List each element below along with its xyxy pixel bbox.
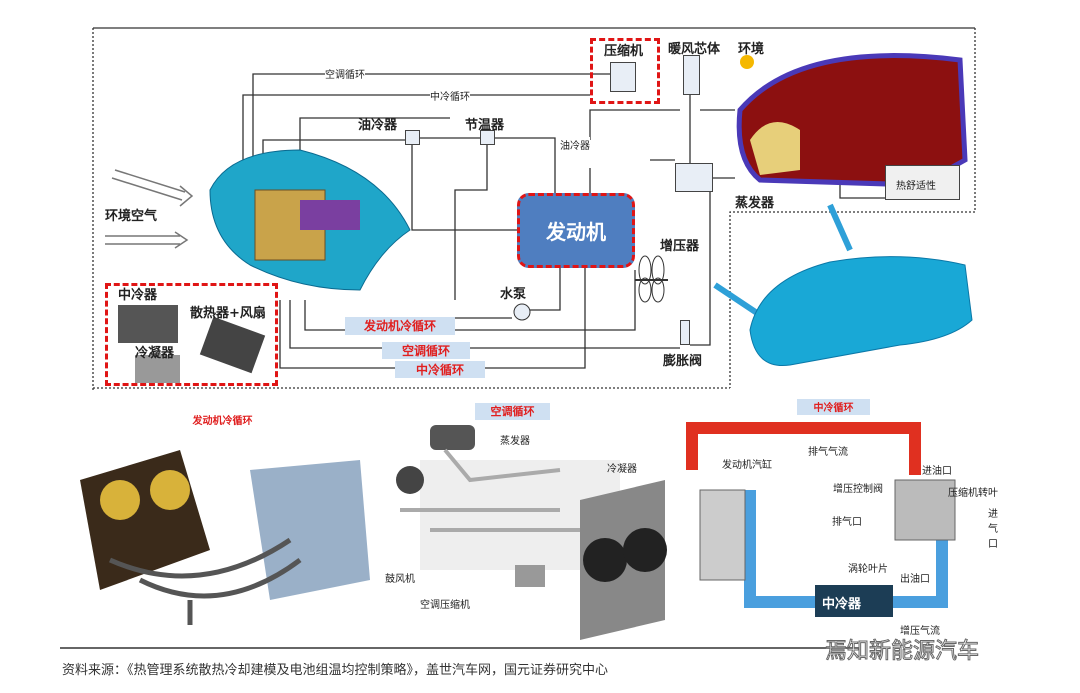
condenser-image: [135, 355, 180, 383]
label-oil-cooler: 油冷器: [358, 118, 398, 133]
label-cylinder: 发动机汽缸: [722, 460, 772, 471]
label-thermostat: 节温器: [465, 118, 505, 133]
arrows-intake: [105, 169, 194, 249]
label-compressor: 压缩机: [604, 44, 644, 59]
ac-loop-image: [396, 425, 667, 640]
oil-cooler-icon: [405, 130, 420, 145]
intercooler-loop-image: [686, 422, 956, 617]
label-evaporator-b: 蒸发器: [500, 436, 530, 447]
legend-ic-loop: 中冷循环: [395, 361, 485, 378]
heat-exchanger-group: [105, 283, 278, 386]
label-oil-in: 进油口: [922, 466, 952, 477]
label-oil-out: 出油口: [900, 574, 930, 585]
ic-loop-title: 中冷循环: [797, 399, 870, 415]
heater-core-icon: [683, 55, 700, 95]
label-heater-core: 暖风芯体: [668, 42, 721, 57]
label-ac-compressor: 空调压缩机: [420, 600, 470, 611]
compressor-highlight: [590, 38, 660, 104]
label-intake: 进气口: [988, 509, 998, 550]
label-ic-loop: 中冷循环: [430, 88, 470, 103]
blue-arrows: [713, 203, 853, 318]
expansion-valve-icon: [680, 320, 690, 345]
intercooler-image: [118, 305, 178, 343]
thermal-comfort-label: 热舒适性: [896, 181, 936, 192]
label-exhaust-port: 排气口: [832, 517, 862, 528]
label-turbine-blade: 涡轮叶片: [848, 564, 888, 575]
watermark: 焉知新能源汽车: [824, 639, 980, 665]
label-blower: 鼓风机: [385, 574, 415, 585]
engine-loop-title: 发动机冷循环: [180, 412, 265, 428]
label-ac-loop: 空调循环: [325, 66, 365, 81]
compressor-icon: [610, 62, 636, 92]
label-ambient-air: 环境空气: [105, 209, 158, 224]
car-3d-model: [749, 256, 973, 367]
thermal-comfort-box: 热舒适性: [885, 165, 960, 200]
label-water-pump: 水泵: [500, 287, 527, 302]
sun-icon: [740, 55, 754, 69]
label-turbo: 增压器: [660, 239, 700, 254]
label-condenser-b: 冷凝器: [607, 464, 637, 475]
legend-engine-loop: 发动机冷循环: [345, 317, 455, 335]
label-expansion-valve: 膨胀阀: [663, 354, 703, 369]
ac-loop-title: 空调循环: [475, 403, 550, 420]
legend-ac-loop: 空调循环: [382, 342, 470, 359]
label-intercooler-b: 中冷器: [822, 597, 862, 612]
label-oil-cooler-small: 油冷器: [560, 137, 590, 152]
label-condenser: 冷凝器: [135, 346, 175, 361]
label-intercooler: 中冷器: [118, 288, 158, 303]
label-compressor-wheel: 压缩机转叶: [948, 488, 998, 499]
thermostat-icon: [480, 130, 495, 145]
label-evaporator: 蒸发器: [735, 196, 775, 211]
engine-block: 发动机: [517, 193, 635, 268]
label-exhaust-flow: 排气气流: [808, 447, 848, 458]
evaporator-icon: [675, 163, 713, 192]
source-caption: 资料来源：《热管理系统散热冷却建模及电池组温均控制策略》，盖世汽车网，国元证券研…: [62, 663, 609, 678]
water-pump-icon: [513, 303, 531, 321]
label-radiator-fan: 散热器+风扇: [190, 306, 266, 321]
turbo-icon: [635, 255, 668, 303]
label-environment: 环境: [738, 42, 765, 57]
label-boost-flow: 增压气流: [900, 626, 940, 637]
engine-loop-image: [80, 450, 370, 625]
label-boost-valve: 增压控制阀: [833, 484, 883, 495]
